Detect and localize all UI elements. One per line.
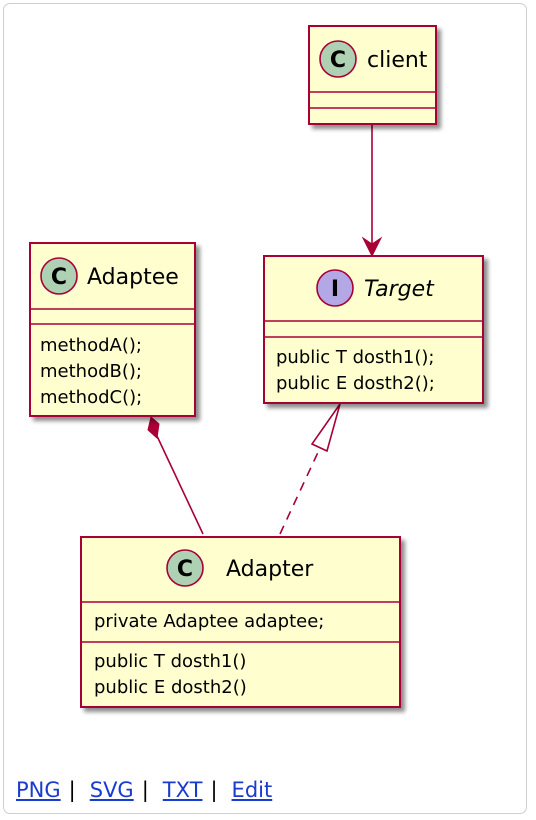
class-icon bbox=[319, 40, 357, 78]
class-client[interactable]: C client bbox=[308, 25, 437, 125]
class-adapter[interactable]: C Adapter private Adaptee adaptee; publi… bbox=[80, 536, 401, 708]
png-link[interactable]: PNG bbox=[16, 778, 61, 802]
txt-link[interactable]: TXT bbox=[162, 778, 203, 802]
method-line: methodA(); bbox=[40, 335, 142, 356]
interface-target[interactable]: I Target public T dosth1(); public E dos… bbox=[263, 255, 484, 404]
export-links: PNG | SVG | TXT | Edit bbox=[16, 778, 272, 802]
attribute-line: private Adaptee adaptee; bbox=[94, 611, 324, 632]
method-line: methodB(); bbox=[40, 361, 142, 382]
class-icon bbox=[40, 257, 78, 295]
interface-name: Target bbox=[364, 277, 435, 302]
realization-triangle bbox=[310, 403, 341, 453]
method-line: public E dosth2() bbox=[94, 677, 247, 698]
class-name: Adaptee bbox=[87, 265, 179, 290]
method-line: public T dosth1(); bbox=[276, 347, 434, 368]
class-name: Adapter bbox=[226, 557, 314, 582]
interface-icon bbox=[316, 269, 354, 307]
relation-client-target bbox=[361, 124, 383, 258]
relation-adaptee-adapter bbox=[147, 416, 204, 535]
class-icon-letter: C bbox=[51, 265, 67, 290]
method-line: public E dosth2(); bbox=[276, 373, 435, 394]
link-separator: | bbox=[210, 778, 218, 802]
arrowhead-client-target bbox=[361, 236, 383, 258]
class-icon bbox=[166, 549, 204, 587]
method-line: methodC(); bbox=[40, 387, 142, 408]
relation-adapter-target bbox=[279, 403, 341, 535]
interface-icon-letter: I bbox=[331, 277, 339, 302]
class-name: client bbox=[367, 48, 428, 73]
class-icon-letter: C bbox=[330, 48, 346, 73]
class-adaptee[interactable]: C Adaptee methodA(); methodB(); methodC(… bbox=[29, 242, 196, 417]
link-separator: | bbox=[141, 778, 149, 802]
method-line: public T dosth1() bbox=[94, 651, 246, 672]
svg-link[interactable]: SVG bbox=[89, 778, 134, 802]
class-icon-letter: C bbox=[177, 557, 193, 582]
edit-link[interactable]: Edit bbox=[231, 778, 273, 802]
link-separator: | bbox=[68, 778, 76, 802]
composition-diamond bbox=[147, 416, 160, 439]
